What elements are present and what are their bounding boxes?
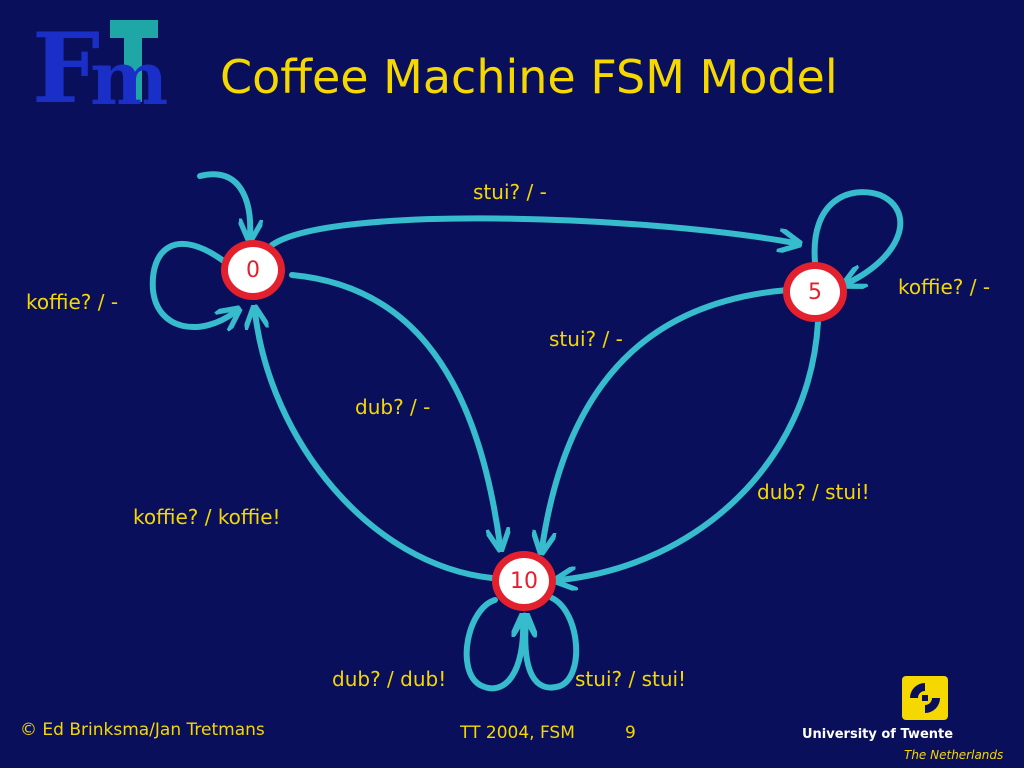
label-s0-to-s10: dub? / - bbox=[355, 395, 431, 419]
label-s5-to-s10-dub: dub? / stui! bbox=[757, 480, 870, 504]
edge-s5-to-s10-dub bbox=[560, 319, 821, 580]
svg-text:F: F bbox=[32, 18, 100, 110]
edge-s0-self bbox=[149, 240, 235, 327]
label-s10-to-s0: koffie? / koffie! bbox=[133, 505, 281, 529]
label-s5-to-s10: stui? / - bbox=[549, 327, 623, 351]
footer-course: TT 2004, FSM bbox=[460, 723, 575, 743]
footer-country: The Netherlands bbox=[904, 748, 1004, 762]
footer-copyright: © Ed Brinksma/Jan Tretmans bbox=[20, 720, 265, 740]
footer-page-number: 9 bbox=[625, 723, 636, 743]
state-10: 10 bbox=[492, 551, 556, 611]
label-s10-self-stui: stui? / stui! bbox=[575, 667, 687, 691]
edge-initial bbox=[197, 171, 250, 236]
fmt-logo-icon: F m bbox=[32, 18, 168, 110]
label-s0-self: koffie? / - bbox=[26, 290, 119, 314]
label-s5-self: koffie? / - bbox=[898, 275, 991, 299]
state-5: 5 bbox=[783, 262, 847, 322]
label-s0-to-s5: stui? / - bbox=[473, 180, 547, 204]
label-s10-self-dub: dub? / dub! bbox=[332, 667, 447, 691]
university-twente-logo-icon bbox=[902, 676, 948, 720]
edge-s0-to-s10 bbox=[289, 272, 500, 545]
state-0: 0 bbox=[221, 240, 285, 300]
slide-title: Coffee Machine FSM Model bbox=[220, 50, 838, 104]
edge-s10-self-stui bbox=[525, 595, 580, 691]
footer-university: University of Twente bbox=[802, 727, 954, 742]
edge-s5-to-s10 bbox=[542, 287, 791, 548]
edge-s5-self bbox=[811, 189, 904, 283]
edge-s10-self-dub bbox=[463, 597, 523, 692]
edge-s10-to-s0 bbox=[255, 312, 495, 581]
svg-text:m: m bbox=[90, 36, 168, 110]
edge-s0-to-s5 bbox=[269, 215, 795, 245]
